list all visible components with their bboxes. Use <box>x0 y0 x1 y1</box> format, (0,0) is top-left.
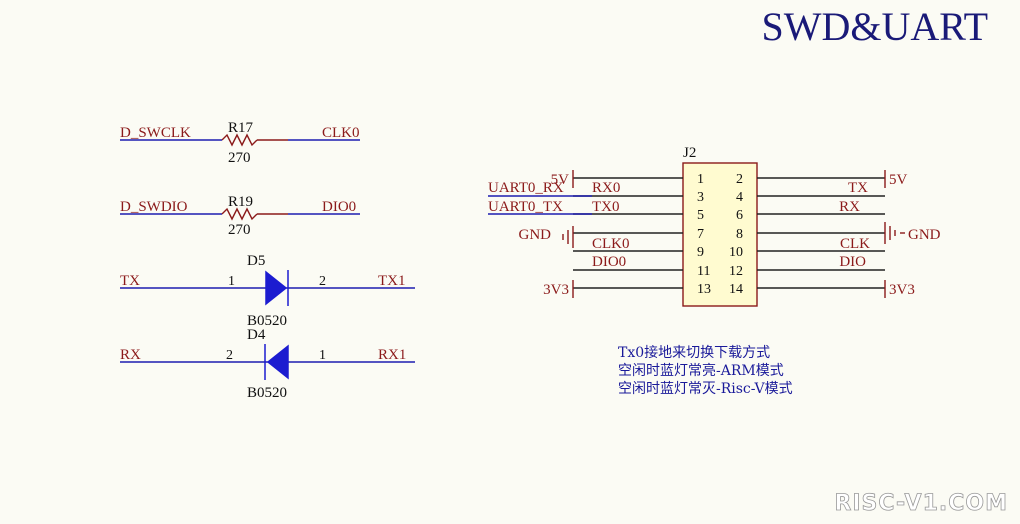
connector-pin-number-4: 4 <box>736 190 743 205</box>
note-line-3: 空闲时蓝灯常灭-Risc-V模式 <box>618 381 793 397</box>
diode-d5-ref: D5 <box>247 253 265 269</box>
note-line-2: 空闲时蓝灯常亮-ARM模式 <box>618 362 784 379</box>
resistor-r17-value: 270 <box>228 150 251 166</box>
net-label-dio-j2: DIO <box>839 254 866 270</box>
net-label-dio0-j2: DIO0 <box>592 254 626 270</box>
resistor-r17-symbol <box>221 133 258 147</box>
gnd-label-right: GND <box>908 227 941 243</box>
net-label-d-swclk: D_SWCLK <box>120 125 191 141</box>
connector-j2-ref: J2 <box>683 145 696 161</box>
diode-d5-block: TX D5 1 2 B0520 TX1 <box>120 253 415 329</box>
connector-pin-number-14: 14 <box>729 282 743 297</box>
net-label-tx0: TX0 <box>592 199 620 215</box>
net-label-dio0-left: DIO0 <box>322 199 356 215</box>
connector-pin-number-2: 2 <box>736 172 743 187</box>
net-label-rx1: RX1 <box>378 347 406 363</box>
connector-pin-number-5: 5 <box>697 208 704 223</box>
net-label-tx: TX <box>120 273 140 289</box>
diode-d4-block: RX D4 2 1 B0520 RX1 <box>120 327 415 401</box>
net-label-clk-j2: CLK <box>840 236 870 252</box>
connector-pin-number-3: 3 <box>697 190 704 205</box>
connector-pin-number-8: 8 <box>736 227 743 242</box>
connector-pin-number-11: 11 <box>697 264 710 279</box>
diode-d5-part: B0520 <box>247 313 287 329</box>
diode-d4-pin-b: 1 <box>319 348 326 363</box>
connector-pin-number-7: 7 <box>697 227 704 242</box>
connector-pin-number-13: 13 <box>697 282 711 297</box>
resistor-r19-ref: R19 <box>228 194 253 210</box>
diode-d4-pin-a: 2 <box>226 348 233 363</box>
notes-block: Tx0接地来切换下载方式 空闲时蓝灯常亮-ARM模式 空闲时蓝灯常灭-Risc-… <box>618 344 793 397</box>
note-line-1: Tx0接地来切换下载方式 <box>618 344 770 361</box>
resistor-r19-symbol <box>221 207 258 221</box>
diode-d5-symbol <box>265 270 288 306</box>
connector-pin-number-12: 12 <box>729 264 743 279</box>
connector-pin-number-1: 1 <box>697 172 704 187</box>
connector-pin-number-6: 6 <box>736 208 743 223</box>
resistor-r19-block: D_SWDIO R19 270 DIO0 <box>120 194 360 238</box>
net-label-uart0-tx: UART0_TX <box>488 199 563 215</box>
net-label-rx0: RX0 <box>592 180 620 196</box>
diode-d5-pin-b: 2 <box>319 274 326 289</box>
connector-pin-number-10: 10 <box>729 245 743 260</box>
watermark: RISC-V1.COM <box>834 491 1008 516</box>
connector-j2-body <box>682 162 758 307</box>
connector-pins-right: 2 4 6 8 10 12 14 <box>729 172 885 297</box>
resistor-r17-block: D_SWCLK R17 270 CLK0 <box>120 120 360 166</box>
power-label-3v3-left: 3V3 <box>543 282 569 298</box>
net-label-clk0-left: CLK0 <box>322 125 360 141</box>
net-label-d-swdio: D_SWDIO <box>120 199 188 215</box>
diode-d4-symbol <box>266 344 289 380</box>
power-label-5v-right: 5V <box>889 172 908 188</box>
power-label-5v-left: 5V <box>551 172 570 188</box>
resistor-r17-ref: R17 <box>228 120 254 136</box>
gnd-label-left: GND <box>519 227 552 243</box>
resistor-r19-value: 270 <box>228 222 251 238</box>
net-label-uart0-rx: UART0_RX <box>488 180 564 196</box>
diode-d4-part: B0520 <box>247 385 287 401</box>
net-label-clk0-j2: CLK0 <box>592 236 630 252</box>
connector-pin-number-9: 9 <box>697 245 704 260</box>
net-label-rx: RX <box>120 347 141 363</box>
power-label-3v3-right: 3V3 <box>889 282 915 298</box>
sheet-title: SWD&UART <box>762 4 988 49</box>
net-label-rx-j2: RX <box>839 199 860 215</box>
diode-d5-pin-a: 1 <box>228 274 235 289</box>
diode-d4-ref: D4 <box>247 327 266 343</box>
net-label-tx1: TX1 <box>378 273 406 289</box>
net-label-tx-j2: TX <box>848 180 868 196</box>
